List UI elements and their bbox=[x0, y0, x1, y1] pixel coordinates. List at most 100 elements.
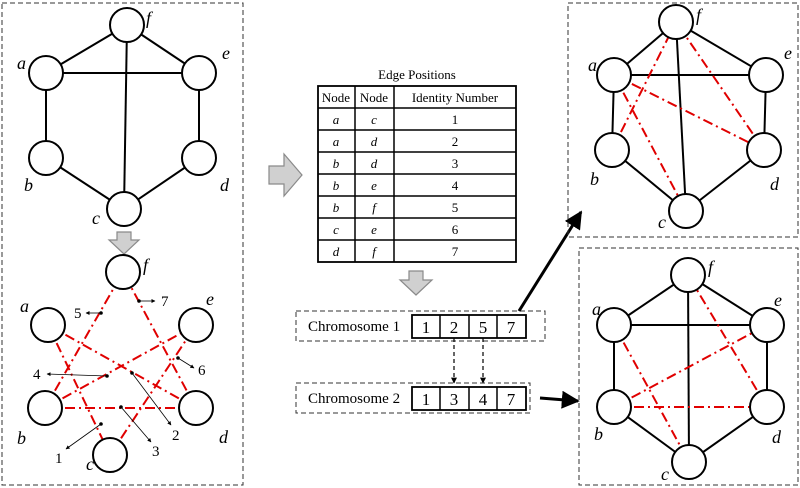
node-b bbox=[596, 389, 632, 425]
node-label-f: f bbox=[146, 8, 154, 28]
chromosome-2-label: Chromosome 2 bbox=[308, 391, 400, 407]
node-c bbox=[671, 444, 707, 480]
node-d bbox=[178, 390, 214, 426]
arrow-to-result-1 bbox=[517, 210, 583, 312]
svg-text:1: 1 bbox=[452, 112, 459, 127]
gene: 7 bbox=[507, 318, 516, 337]
node-label-a: a bbox=[592, 299, 601, 319]
node-e bbox=[748, 57, 784, 93]
node-label-e: e bbox=[774, 290, 782, 310]
node-label-a: a bbox=[20, 296, 29, 316]
result-graph-1-red-edges bbox=[611, 21, 765, 212]
gene: 3 bbox=[450, 390, 459, 409]
table-row: b d 3 bbox=[333, 156, 459, 171]
svg-text:d: d bbox=[371, 156, 378, 171]
svg-text:7: 7 bbox=[452, 244, 459, 259]
node-e bbox=[181, 55, 217, 91]
result-panel-2-border bbox=[578, 247, 799, 486]
chromosome-1-label: Chromosome 1 bbox=[308, 319, 400, 335]
gene: 1 bbox=[422, 390, 431, 409]
edge-number-1: 1 bbox=[55, 451, 63, 467]
node-label-c: c bbox=[92, 208, 100, 228]
node-a bbox=[596, 307, 632, 343]
svg-text:d: d bbox=[333, 244, 340, 259]
svg-text:e: e bbox=[371, 178, 377, 193]
node-label-d: d bbox=[220, 175, 230, 195]
table-title: Edge Positions bbox=[378, 67, 456, 82]
edge-number-4: 4 bbox=[33, 367, 41, 383]
table-row: b e 4 bbox=[333, 178, 459, 193]
svg-text:b: b bbox=[333, 156, 340, 171]
node-label-f: f bbox=[696, 5, 704, 25]
node-b bbox=[28, 140, 64, 176]
svg-text:c: c bbox=[333, 222, 339, 237]
edge-positions-table: Edge Positions Node Node Identity Number… bbox=[317, 67, 517, 263]
node-e bbox=[178, 307, 214, 343]
svg-text:2: 2 bbox=[452, 134, 459, 149]
node-a bbox=[28, 55, 64, 91]
node-c bbox=[668, 193, 704, 229]
node-label-c: c bbox=[658, 212, 666, 232]
node-d bbox=[746, 132, 782, 168]
node-label-b: b bbox=[594, 424, 603, 444]
edge-number-5: 5 bbox=[74, 306, 82, 322]
node-label-b: b bbox=[24, 175, 33, 195]
gene: 5 bbox=[479, 318, 488, 337]
gene: 1 bbox=[422, 318, 431, 337]
right-arrow-middle bbox=[268, 152, 303, 198]
node-label-b: b bbox=[590, 169, 599, 189]
svg-text:c: c bbox=[371, 112, 377, 127]
edge-number-7: 7 bbox=[161, 294, 169, 310]
gene: 4 bbox=[479, 390, 488, 409]
svg-text:6: 6 bbox=[452, 222, 459, 237]
svg-text:b: b bbox=[333, 178, 340, 193]
left-panel-border bbox=[1, 2, 244, 486]
svg-text:d: d bbox=[371, 134, 378, 149]
svg-text:5: 5 bbox=[452, 200, 459, 215]
node-a bbox=[30, 307, 66, 343]
node-d bbox=[181, 140, 217, 176]
table-row: d f 7 bbox=[333, 244, 459, 259]
table-row: a d 2 bbox=[333, 134, 459, 149]
svg-text:a: a bbox=[333, 134, 340, 149]
candidate-red-edges bbox=[44, 271, 197, 456]
node-label-c: c bbox=[86, 454, 94, 474]
arrow-to-result-2 bbox=[539, 390, 580, 409]
down-arrow-middle bbox=[398, 270, 434, 296]
edge-number-2: 2 bbox=[172, 428, 180, 444]
chromosome-1: Chromosome 1 1 2 5 7 bbox=[295, 310, 546, 342]
svg-text:b: b bbox=[333, 200, 340, 215]
edge-number-6: 6 bbox=[198, 363, 206, 379]
table-row: b f 5 bbox=[333, 200, 459, 215]
node-e bbox=[749, 307, 785, 343]
node-label-d: d bbox=[770, 174, 780, 194]
candidate-edges-graph: f a e b d c 1 2 3 4 5 6 7 bbox=[17, 254, 229, 474]
node-b bbox=[27, 390, 63, 426]
node-c bbox=[106, 191, 142, 227]
node-label-f: f bbox=[143, 255, 151, 275]
node-label-e: e bbox=[222, 43, 230, 63]
node-d bbox=[749, 389, 785, 425]
node-label-f: f bbox=[708, 257, 716, 277]
result-graph-2-red-edges bbox=[613, 274, 768, 463]
table-header-identity-number: Identity Number bbox=[412, 90, 499, 105]
svg-text:f: f bbox=[372, 200, 378, 215]
svg-text:a: a bbox=[333, 112, 340, 127]
down-arrow-left bbox=[107, 231, 141, 255]
svg-text:e: e bbox=[371, 222, 377, 237]
chromosome-2: Chromosome 2 1 3 4 7 bbox=[295, 382, 531, 414]
base-graph: f a e b d c bbox=[17, 7, 230, 228]
table-header-node-2: Node bbox=[360, 90, 388, 105]
table-row: c e 6 bbox=[333, 222, 459, 237]
result-graph-1: f a e b d c bbox=[588, 4, 792, 232]
gene: 7 bbox=[507, 390, 516, 409]
edge-number-3: 3 bbox=[152, 444, 160, 460]
result-panel-1-border bbox=[567, 2, 799, 238]
node-f bbox=[670, 257, 706, 293]
node-label-a: a bbox=[588, 55, 597, 75]
node-label-d: d bbox=[219, 427, 229, 447]
node-label-a: a bbox=[17, 53, 26, 73]
svg-text:3: 3 bbox=[452, 156, 459, 171]
node-f bbox=[109, 7, 145, 43]
